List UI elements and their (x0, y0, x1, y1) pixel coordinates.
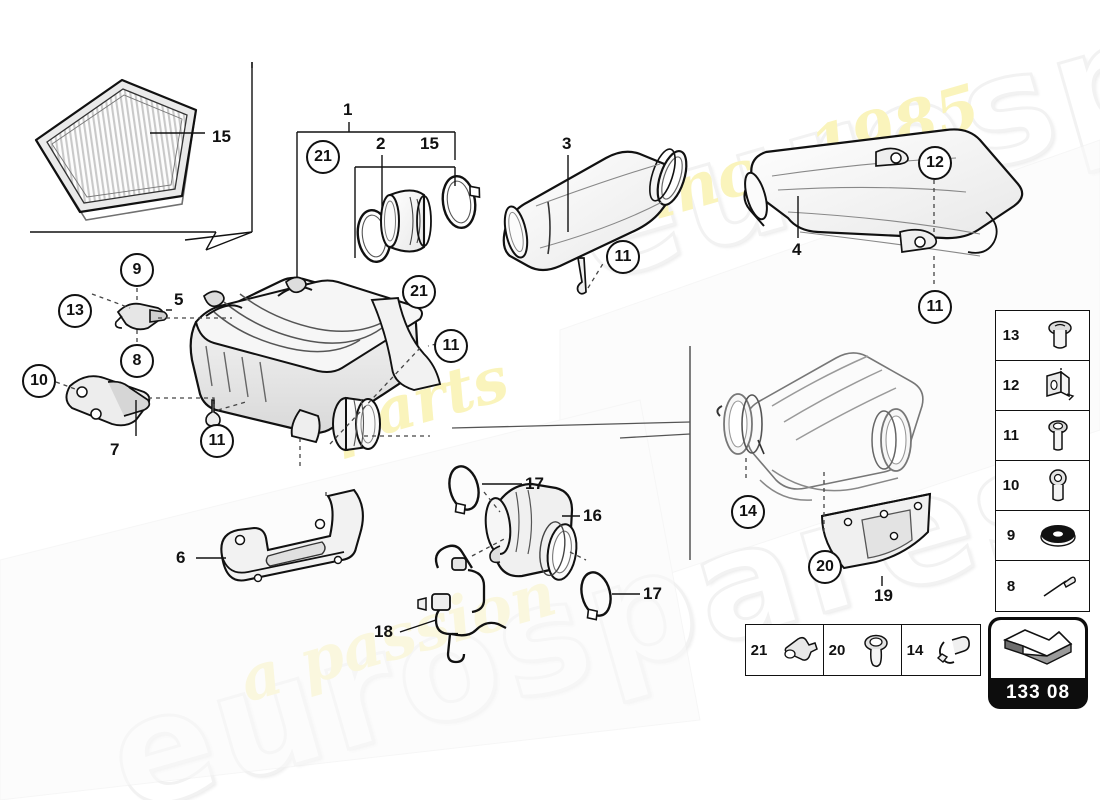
mounting-stud-icon (1026, 311, 1089, 360)
legend-row-11: 11 (996, 411, 1089, 461)
legend-cell-20: 20 (824, 625, 902, 675)
label-16: 16 (583, 506, 602, 525)
collar-bolt-icon (1026, 461, 1089, 510)
callout-10[interactable]: 10 (22, 364, 56, 398)
label-6: 6 (176, 548, 186, 567)
legend-number: 13 (1002, 327, 1020, 344)
legend-number: 14 (906, 641, 924, 659)
part-air-filter-element (34, 78, 198, 221)
callout-label: 11 (926, 298, 944, 315)
hex-bolt-icon (1026, 411, 1089, 460)
part-hose-clamp-upper (448, 465, 480, 515)
valve-icon (772, 632, 823, 668)
callout-21-upper[interactable]: 21 (306, 140, 340, 174)
callout-label: 12 (926, 154, 944, 171)
legend-number: 20 (828, 641, 846, 659)
badge-arrow-icon (991, 620, 1085, 678)
label-3: 3 (562, 134, 572, 153)
callout-label: 10 (30, 372, 48, 389)
part-number-badge: 133 08 (988, 617, 1088, 709)
callout-20[interactable]: 20 (808, 550, 842, 584)
callout-9[interactable]: 9 (120, 253, 154, 287)
label-2: 2 (376, 134, 386, 153)
callout-12[interactable]: 12 (918, 146, 952, 180)
part-air-intake-duct (502, 148, 688, 295)
callout-13[interactable]: 13 (58, 294, 92, 328)
pin-rivet-icon (1026, 561, 1089, 611)
callout-label: 11 (614, 248, 632, 265)
callout-label: 9 (132, 261, 142, 278)
badge-code: 133 08 (1005, 682, 1071, 703)
legend-number: 12 (1002, 377, 1020, 394)
legend-number: 9 (1006, 527, 1016, 544)
legend-row-13: 13 (996, 311, 1089, 361)
part-mounting-bracket-7 (65, 375, 151, 436)
legend-fasteners-vertical: 13 12 11 10 9 (995, 310, 1090, 612)
label-5: 5 (174, 290, 184, 309)
label-1: 1 (343, 100, 353, 119)
callout-label: 20 (816, 558, 834, 575)
callout-label: 11 (442, 337, 460, 354)
callout-14[interactable]: 14 (731, 495, 765, 529)
part-air-box-assembly (189, 276, 442, 452)
label-17-lower: 17 (643, 584, 662, 603)
callout-label: 11 (208, 432, 226, 449)
label-15-filter: 15 (212, 127, 231, 146)
part-connector-hose-kit (353, 172, 481, 266)
callout-21-lower[interactable]: 21 (402, 275, 436, 309)
screw-grommet-icon (850, 632, 901, 668)
callout-8[interactable]: 8 (120, 344, 154, 378)
part-throttle-hose (484, 482, 578, 581)
callout-11-body-lower[interactable]: 11 (200, 424, 234, 458)
legend-row-8: 8 (996, 561, 1089, 611)
part-heat-shield (820, 492, 932, 570)
legend-fasteners-horizontal: 21 20 14 (745, 624, 981, 676)
callout-label: 14 (739, 503, 757, 520)
hose-clamp-icon (928, 632, 980, 668)
leaders-16-17 (482, 483, 640, 595)
callout-label: 13 (66, 302, 84, 319)
washer-icon (1026, 511, 1089, 560)
legend-cell-14: 14 (902, 625, 980, 675)
callout-label: 21 (410, 283, 428, 300)
part-sensor-bracket (114, 302, 168, 331)
label-19: 19 (874, 586, 893, 605)
label-7: 7 (110, 440, 120, 459)
legend-row-10: 10 (996, 461, 1089, 511)
retaining-clip-icon (1026, 361, 1089, 410)
callout-label: 8 (132, 352, 142, 369)
legend-cell-21: 21 (746, 625, 824, 675)
legend-number: 8 (1006, 577, 1016, 595)
label-15-clamp: 15 (420, 134, 439, 153)
part-hose-clamp-lower (580, 571, 612, 621)
callout-11-body-right[interactable]: 11 (434, 329, 468, 363)
part-air-intake-pipe (743, 128, 1024, 257)
label-4: 4 (792, 240, 802, 259)
part-support-bracket (220, 488, 364, 583)
bracket-leaders-top (296, 122, 456, 290)
part-vacuum-line-assembly (417, 544, 507, 664)
label-18: 18 (374, 622, 393, 641)
legend-number: 21 (750, 641, 768, 659)
callout-11-duct[interactable]: 11 (606, 240, 640, 274)
label-17-upper: 17 (525, 474, 544, 493)
legend-row-12: 12 (996, 361, 1089, 411)
legend-row-9: 9 (996, 511, 1089, 561)
callout-label: 21 (314, 148, 332, 165)
legend-number: 11 (1003, 427, 1019, 444)
leader-15 (30, 62, 253, 251)
legend-number: 10 (1002, 477, 1020, 494)
part-air-filter-housing-right (716, 352, 924, 501)
callout-11-pipe[interactable]: 11 (918, 290, 952, 324)
